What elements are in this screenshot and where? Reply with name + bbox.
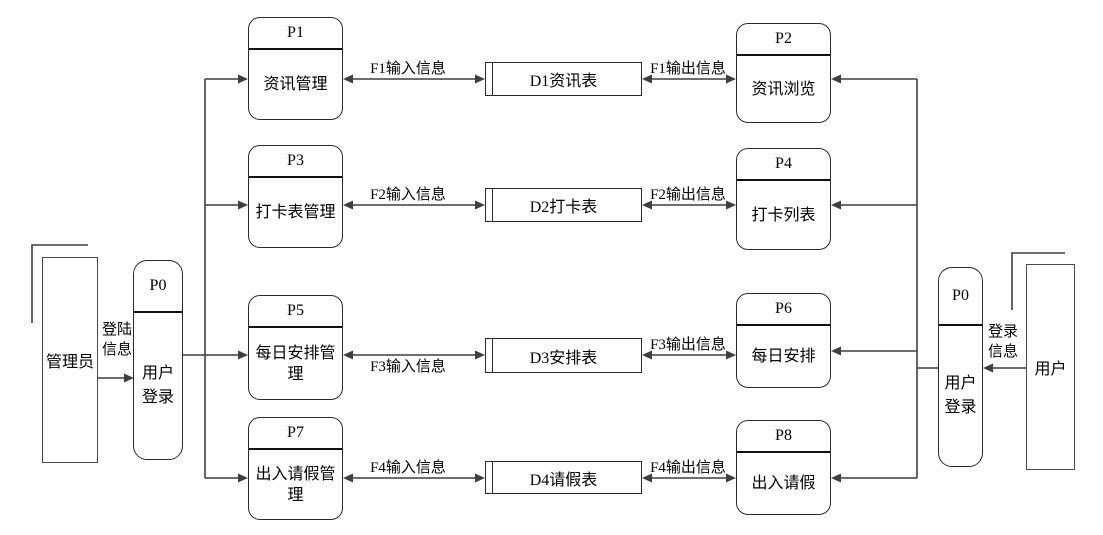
process-p2-id: P2 [737,24,830,56]
process-p1-label: 资讯管理 [263,76,328,93]
process-p0-right-line2: 登录 [944,399,977,416]
arrow-p3-d2 [343,200,485,210]
flow-label-f2-in: F2输入信息 [370,187,446,203]
arrow-d3-p6 [642,350,736,360]
process-p8-id: P8 [737,421,830,453]
datastore-d1-label: D1资讯表 [529,73,598,90]
datastore-left-line [492,63,493,95]
process-p0-left-line1: 用户 [141,365,174,382]
process-p8: P8 出入请假 [736,420,831,515]
arrow-d4-p8 [642,473,736,483]
process-p0-left: P0 用户 登录 [133,260,183,460]
process-p0-right-label: 用户 登录 [939,326,982,466]
flow-label-user-login-line2: 信息 [987,344,1018,360]
user-corner-bracket [1011,252,1065,310]
datastore-d4-label: D4请假表 [529,471,598,489]
flow-label-f4-in: F4输入信息 [370,460,446,476]
datastore-d3: D3安排表 [485,338,642,373]
process-p7-label: 出入请假管理 [255,465,336,504]
process-p0-left-line2: 登录 [141,389,174,406]
flow-label-admin-login: 登陆 信息 [98,320,136,360]
flow-label-f3-out: F3输出信息 [650,337,726,353]
arrow-bus-to-p2 [831,74,917,84]
flow-label-f4-out: F4输出信息 [650,460,726,476]
entity-user-label: 用户 [1034,361,1067,378]
datastore-d4: D4请假表 [485,461,642,494]
flow-label-user-login-line1: 登录 [987,324,1018,340]
arrow-d2-p4 [642,200,736,210]
admin-corner-bracket [31,244,88,323]
process-p6-id: P6 [737,294,830,326]
flow-label-f3-in: F3输入信息 [370,359,446,375]
flow-label-user-login: 登录 信息 [984,322,1022,362]
process-p2-label: 资讯浏览 [751,80,816,98]
arrow-login-left-to-p3 [205,200,248,210]
datastore-d2-label: D2打卡表 [529,199,598,216]
flow-label-f1-in: F1输入信息 [370,61,446,77]
datastore-d3-label: D3安排表 [529,349,598,367]
process-p3: P3 打卡表管理 [248,145,343,248]
arrow-login-left-to-p5 [183,350,248,360]
process-p0-left-id: P0 [134,261,182,313]
arrow-bus-to-p8 [831,473,917,483]
process-p5-id: P5 [249,296,342,328]
arrow-p5-d3 [343,350,485,360]
arrow-bus-to-p4 [831,200,917,210]
process-p4: P4 打卡列表 [736,148,831,250]
process-p2: P2 资讯浏览 [736,23,831,123]
datastore-d2: D2打卡表 [485,188,642,222]
process-p0-right-id: P0 [939,268,982,326]
datastore-left-line [492,189,493,221]
arrow-bus-to-p6 [831,346,917,356]
datastore-left-line [492,462,493,493]
arrow-d1-p2 [642,74,736,84]
arrow-admin-to-login [98,373,134,383]
flow-label-f1-out: F1输出信息 [650,61,726,77]
process-p7-id: P7 [249,418,342,450]
entity-user: 用户 [1026,264,1075,470]
arrow-p1-d1 [343,74,485,84]
process-p6-label: 每日安排 [751,348,816,365]
process-p7: P7 出入请假管理 [248,417,343,520]
process-p0-right: P0 用户 登录 [938,267,983,467]
flow-label-f2-out: F2输出信息 [650,187,726,203]
arrow-login-left-to-p7 [205,473,248,483]
arrow-user-to-login [983,363,1026,373]
entity-admin-label: 管理员 [45,354,94,371]
entity-admin: 管理员 [42,257,98,463]
arrow-login-left-to-p1 [205,74,248,84]
process-p5: P5 每日安排管理 [248,295,343,400]
process-p6: P6 每日安排 [736,293,831,388]
process-p4-label: 打卡列表 [751,206,816,224]
arrow-p7-d4 [343,473,485,483]
flow-label-admin-login-line1: 登陆 [101,322,132,338]
datastore-left-line [492,339,493,372]
process-p3-label: 打卡表管理 [255,204,336,221]
process-p0-right-line1: 用户 [944,375,977,392]
process-p0-left-label: 用户 登录 [134,313,182,459]
process-p1-id: P1 [249,18,342,50]
process-p1: P1 资讯管理 [248,17,343,120]
flow-label-admin-login-line2: 信息 [101,342,132,358]
datastore-d1: D1资讯表 [485,62,642,96]
process-p4-id: P4 [737,149,830,181]
process-p3-id: P3 [249,146,342,178]
process-p8-label: 出入请假 [751,475,816,492]
process-p5-label: 每日安排管理 [255,344,336,383]
